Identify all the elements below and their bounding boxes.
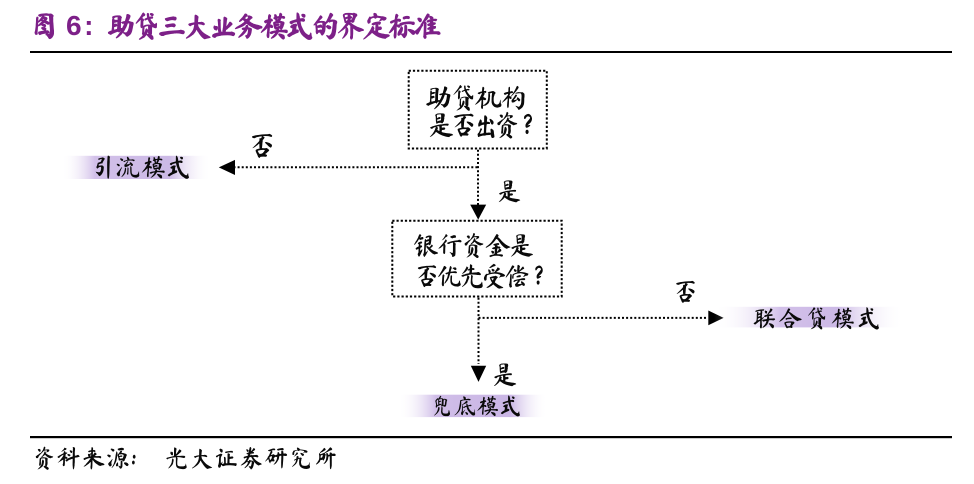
svg-text:6:: 6: [66,10,96,41]
